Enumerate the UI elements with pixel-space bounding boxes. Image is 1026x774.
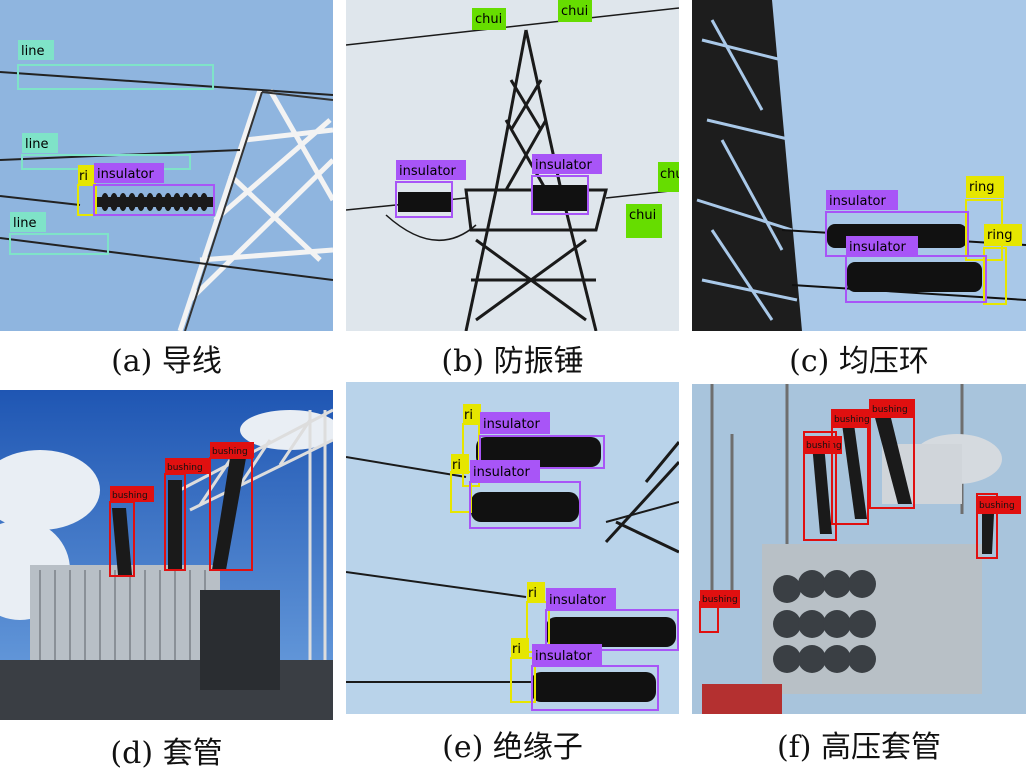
label-insulator-e3: insulator <box>549 593 606 608</box>
bushings <box>812 414 994 554</box>
tower <box>692 0 802 331</box>
tower <box>604 441 679 554</box>
caption-b: (b) 防振锤 <box>441 344 584 379</box>
label-bushing-d1: bushing <box>112 491 148 501</box>
label-chui-4: chui <box>629 208 656 223</box>
insulator-disc <box>137 193 145 211</box>
label-bushing-f3: bushing <box>872 405 908 415</box>
insulator-disc <box>182 193 190 211</box>
transformer <box>0 565 333 720</box>
panel-f-image: bushing bushing bushing bushing bushing <box>692 384 1026 714</box>
label-bushing-f4: bushing <box>979 501 1015 511</box>
label-chui-2: chui <box>561 4 588 19</box>
bushings <box>112 458 246 575</box>
caption-a: (a) 导线 <box>111 344 222 379</box>
label-bushing-d2: bushing <box>167 463 203 473</box>
power-lines <box>346 456 679 683</box>
label-ring-e2: ri <box>452 458 461 473</box>
label-ring-c2: ring <box>987 228 1012 243</box>
insulator-disc <box>146 193 154 211</box>
label-line-2: line <box>25 137 48 152</box>
panel-a-image: line line line ri insulator <box>0 0 333 331</box>
insulator-disc <box>191 193 199 211</box>
caption-c: (c) 均压环 <box>789 344 929 379</box>
caption-d: (d) 套管 <box>110 736 223 771</box>
label-insulator-e4: insulator <box>535 649 592 664</box>
label-chui-1: chui <box>475 12 502 27</box>
label-chui-3: chui <box>660 167 679 182</box>
caption-f: (f) 高压套管 <box>776 730 942 765</box>
label-insulator-a: insulator <box>97 167 154 182</box>
panel-c-image: ring ring insulator insulator <box>692 0 1026 331</box>
label-insulator-e1: insulator <box>483 417 540 432</box>
label-insulator-c2: insulator <box>849 240 906 255</box>
label-bushing-f2: bushing <box>834 415 870 425</box>
label-bushing-f5: bushing <box>702 595 738 605</box>
label-ring-e3: ri <box>528 586 537 601</box>
insulator-string <box>95 193 215 211</box>
power-lines <box>0 71 333 281</box>
panel-d-image: bushing bushing bushing <box>0 390 333 720</box>
insulator-disc <box>200 193 208 211</box>
tower <box>177 88 333 331</box>
label-insulator-b2: insulator <box>535 158 592 173</box>
gantry <box>179 408 333 720</box>
label-insulator-e2: insulator <box>473 465 530 480</box>
label-bushing-d3: bushing <box>212 447 248 457</box>
structures <box>710 384 964 604</box>
label-ring-e4: ri <box>512 642 521 657</box>
insulator-disc <box>173 193 181 211</box>
label-ring-a: ri <box>79 169 88 184</box>
insulator-disc <box>101 193 109 211</box>
caption-e: (e) 绝缘子 <box>442 730 583 765</box>
insulator-disc <box>110 193 118 211</box>
label-bushing-f1: bushing <box>806 441 842 451</box>
label-line-1: line <box>21 44 44 59</box>
label-ring-c1: ring <box>969 180 994 195</box>
panel-e-image: ri insulator ri insulator ri insulator r… <box>346 382 679 714</box>
label-ring-e1: ri <box>464 408 473 423</box>
insulator-disc <box>164 193 172 211</box>
label-insulator-b1: insulator <box>399 164 456 179</box>
insulator-disc <box>119 193 127 211</box>
label-insulator-c1: insulator <box>829 194 886 209</box>
insulator-disc <box>155 193 163 211</box>
panel-b-image: chui chui insulator insulator chui chui <box>346 0 679 331</box>
transformer <box>702 434 1002 714</box>
label-line-3: line <box>13 216 36 231</box>
insulator-disc <box>128 193 136 211</box>
